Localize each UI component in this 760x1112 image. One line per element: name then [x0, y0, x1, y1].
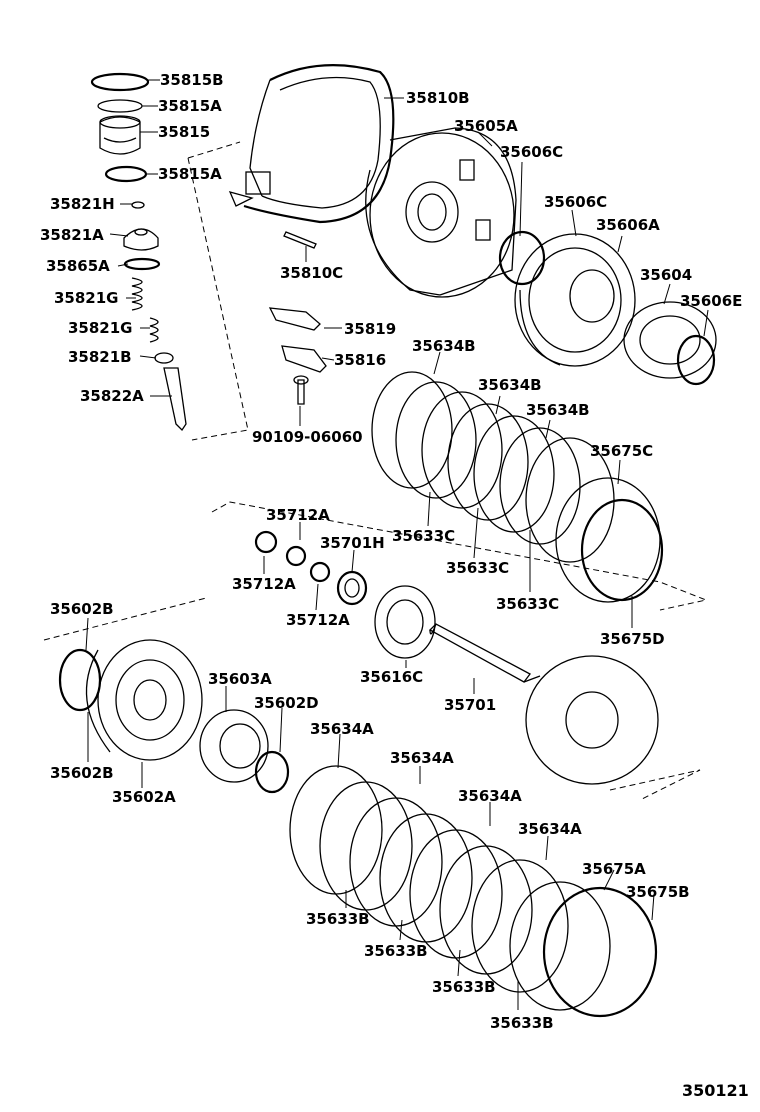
label-35865a: 35865A [46, 257, 110, 275]
label-35603a: 35603A [208, 670, 272, 688]
label-35712a-left: 35712A [232, 575, 296, 593]
label-35712a-bottom: 35712A [286, 611, 350, 629]
label-35633c-1: 35633C [392, 527, 455, 545]
label-35701h: 35701H [320, 534, 385, 552]
label-35606e: 35606E [680, 292, 742, 310]
clutch-pack-b [289, 765, 658, 1018]
label-35821a: 35821A [40, 226, 104, 244]
brake-band [228, 64, 395, 405]
part-labels: 35815B 35815A 35815 35815A 35821H 35821A… [40, 71, 749, 1100]
label-35821h: 35821H [50, 195, 115, 213]
figure-number: 350121 [682, 1081, 749, 1100]
label-35633c-3: 35633C [496, 595, 559, 613]
input-shaft [428, 623, 659, 785]
gear-group-outline [43, 597, 207, 641]
label-35821g-upper: 35821G [54, 289, 119, 307]
leader-lines [85, 79, 709, 1010]
label-35675a: 35675A [582, 860, 646, 878]
label-35606c-lower: 35606C [544, 193, 607, 211]
label-35815a-lower: 35815A [158, 165, 222, 183]
servo-group-outline [187, 141, 249, 441]
label-35815a-upper: 35815A [158, 97, 222, 115]
servo-piston-assembly [90, 72, 187, 432]
label-35633c-2: 35633C [446, 559, 509, 577]
label-35815b: 35815B [160, 71, 224, 89]
label-35602b-bottom: 35602B [50, 764, 114, 782]
label-35712a-top: 35712A [266, 506, 330, 524]
label-35633b-2: 35633B [364, 942, 428, 960]
label-90109-06060: 90109-06060 [252, 428, 363, 446]
label-35675c: 35675C [590, 442, 653, 460]
label-35634b-3: 35634B [526, 401, 590, 419]
label-35816: 35816 [334, 351, 386, 369]
label-35819: 35819 [344, 320, 396, 338]
label-35633b-3: 35633B [432, 978, 496, 996]
gear-assembly [58, 639, 203, 761]
label-35810c: 35810C [280, 264, 343, 282]
label-35634b-1: 35634B [412, 337, 476, 355]
label-35606c-upper: 35606C [500, 143, 563, 161]
label-35616c: 35616C [360, 668, 423, 686]
label-35822a: 35822A [80, 387, 144, 405]
label-35815: 35815 [158, 123, 210, 141]
label-35675b: 35675B [626, 883, 690, 901]
label-35605a: 35605A [454, 117, 518, 135]
label-35634a-1: 35634A [310, 720, 374, 738]
label-35821b: 35821B [68, 348, 132, 366]
label-35602b-top: 35602B [50, 600, 114, 618]
label-35821g-lower: 35821G [68, 319, 133, 337]
label-35602d: 35602D [254, 694, 319, 712]
label-35602a: 35602A [112, 788, 176, 806]
clutch-pack-c [371, 371, 664, 603]
label-35634a-3: 35634A [458, 787, 522, 805]
reaction-drum [623, 301, 717, 386]
label-35604: 35604 [640, 266, 692, 284]
label-35634a-4: 35634A [518, 820, 582, 838]
planet-carrier [199, 709, 290, 794]
label-35633b-4: 35633B [490, 1014, 554, 1032]
label-35675d: 35675D [600, 630, 665, 648]
label-35606a: 35606A [596, 216, 660, 234]
clutch-piston [498, 230, 636, 367]
thrust-washers [254, 530, 436, 659]
label-35634a-2: 35634A [390, 749, 454, 767]
label-35701: 35701 [444, 696, 496, 714]
clutch-drum [365, 127, 517, 298]
label-35634b-2: 35634B [478, 376, 542, 394]
label-35633b-1: 35633B [306, 910, 370, 928]
hub-group-outline [609, 769, 701, 801]
label-35810b: 35810B [406, 89, 470, 107]
shaft-group-outline [211, 501, 708, 611]
